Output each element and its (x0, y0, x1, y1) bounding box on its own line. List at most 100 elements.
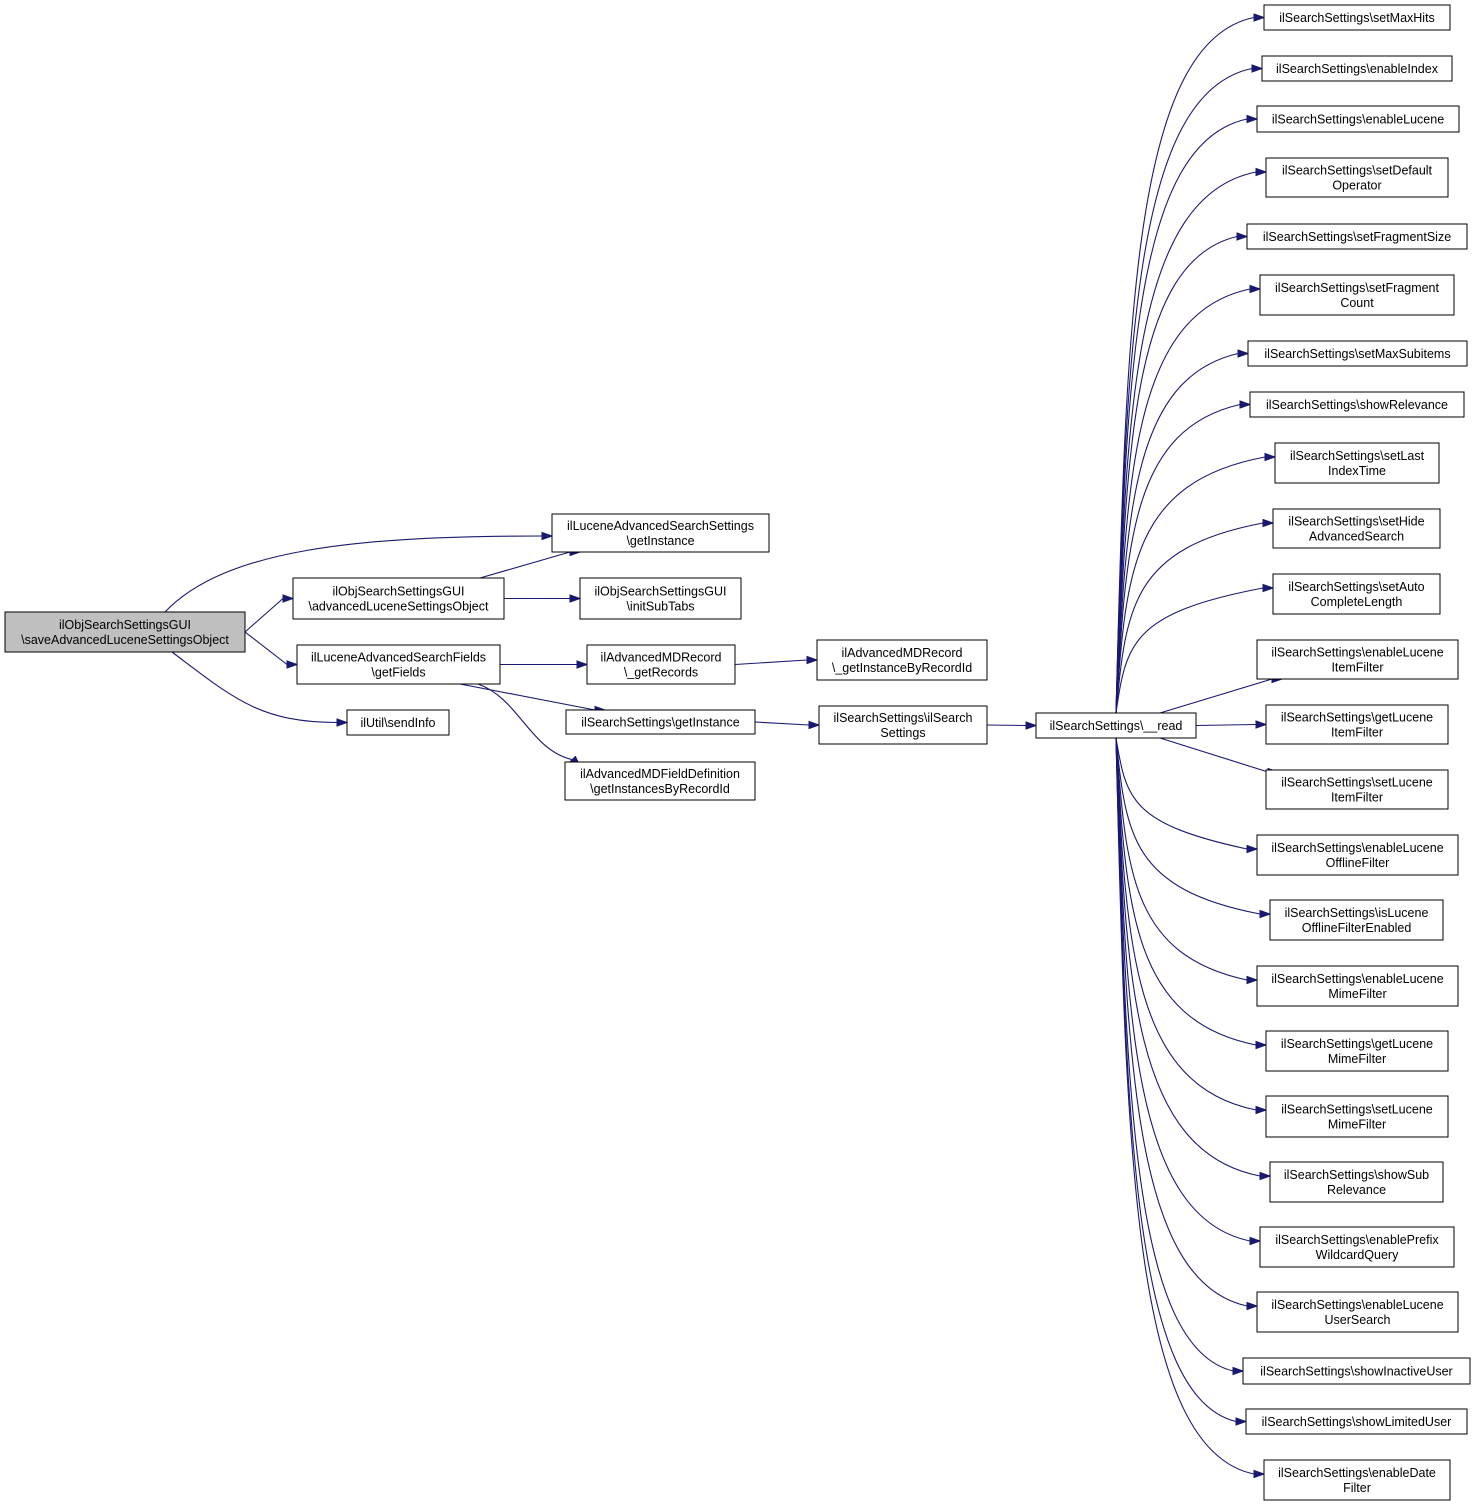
node-ilsearchsettings-enableprefix-wildcardquery[interactable]: ilSearchSettings\enablePrefixWildcardQue… (1259, 1226, 1455, 1268)
arrowhead (1262, 583, 1275, 593)
node-box (296, 644, 501, 685)
arrowhead (1249, 284, 1262, 294)
arrowhead (808, 720, 821, 730)
edge-n9-to-r24 (1115, 737, 1266, 1479)
node-label: ilLuceneAdvancedSearchFields (311, 650, 486, 664)
node-iladvancedmdfielddefinition-getinstancesbyrecordid[interactable]: ilAdvancedMDFieldDefinition\getInstances… (564, 761, 756, 801)
edge-n9-to-r11 (1159, 674, 1284, 714)
node-illuceneadvancedsearchfields-getfields[interactable]: ilLuceneAdvancedSearchFields\getFields (296, 644, 501, 685)
node-ilobjsearchsettingsgui-saveadvancedlucenesettingsobject[interactable]: ilObjSearchSettingsGUI\saveAdvancedLucen… (4, 611, 246, 653)
arrowhead (1259, 909, 1272, 919)
edge-line (1115, 522, 1264, 714)
edge-n8-to-n9 (986, 721, 1038, 730)
node-ilsearchsettings-showinactiveuser[interactable]: ilSearchSettings\showInactiveUser (1242, 1357, 1471, 1385)
node-box (1256, 639, 1459, 680)
edge-n9-to-r8 (1115, 452, 1277, 714)
edge-line (1115, 67, 1253, 714)
node-box (1256, 1291, 1459, 1333)
node-box (586, 644, 736, 685)
node-ilsearchsettings-showlimiteduser[interactable]: ilSearchSettings\showLimitedUser (1245, 1408, 1468, 1435)
edge-line (477, 683, 575, 761)
node-label: \saveAdvancedLuceneSettingsObject (21, 633, 229, 647)
node-label: ilSearchSettings\enableLucene (1272, 112, 1444, 126)
node-label: \_getInstanceByRecordId (832, 661, 972, 675)
node-ilsearchsettings-showrelevance[interactable]: ilSearchSettings\showRelevance (1249, 391, 1465, 418)
edge-line (1115, 737, 1257, 1046)
node-label: ilSearchSettings\setLucene (1281, 775, 1433, 789)
node-ilsearchsettings-getinstance[interactable]: ilSearchSettings\getInstance (565, 709, 756, 735)
node-label: \getInstancesByRecordId (590, 782, 730, 796)
edge-line (1115, 737, 1248, 850)
edge-n9-to-r12 (1195, 720, 1268, 729)
node-label: ItemFilter (1331, 660, 1383, 674)
node-label: ilSearchSettings\setLast (1290, 449, 1425, 463)
node-iladvancedmdrecord-getrecords[interactable]: ilAdvancedMDRecord\_getRecords (586, 644, 736, 685)
node-iladvancedmdrecord-getinstancebyrecordid[interactable]: ilAdvancedMDRecord\_getInstanceByRecordI… (816, 639, 988, 681)
node-box (1269, 899, 1444, 941)
node-label: ilSearchSettings\setHide (1288, 514, 1424, 528)
node-ilsearchsettings-enableindex[interactable]: ilSearchSettings\enableIndex (1261, 55, 1453, 82)
node-label: \advancedLuceneSettingsObject (309, 599, 490, 613)
edge-n9-to-r20 (1115, 737, 1262, 1246)
node-box (292, 577, 505, 620)
node-illuceneadvancedsearchsettings-getinstance[interactable]: ilLuceneAdvancedSearchSettings\getInstan… (551, 513, 770, 553)
node-label: ilSearchSettings\setMaxSubitems (1264, 347, 1450, 361)
node-ilsearchsettings-setfragmentsize[interactable]: ilSearchSettings\setFragmentSize (1246, 223, 1468, 250)
node-ilobjsearchsettingsgui-initsubtabs[interactable]: ilObjSearchSettingsGUI\initSubTabs (579, 577, 742, 620)
edge-n9-to-r3 (1115, 167, 1268, 714)
node-ilsearchsettings-setmaxhits[interactable]: ilSearchSettings\setMaxHits (1263, 4, 1451, 31)
node-label: ilSearchSettings\showInactiveUser (1260, 1364, 1452, 1378)
node-ilsearchsettings-ilsearch-settings[interactable]: ilSearchSettings\ilSearchSettings (818, 705, 988, 745)
node-label: ilSearchSettings\getInstance (581, 715, 739, 729)
node-box (1256, 105, 1460, 133)
edge-n7-to-n8 (754, 720, 821, 730)
edge-line (1159, 737, 1269, 773)
node-box (551, 513, 770, 553)
node-label: Settings (880, 726, 925, 740)
edge-n0-to-n1 (164, 531, 554, 613)
arrowhead (1235, 1417, 1248, 1426)
node-ilutil-sendinfo[interactable]: ilUtil\sendInfo (346, 709, 450, 736)
arrowhead (1253, 13, 1266, 22)
edge-n9-to-r1 (1115, 64, 1264, 714)
node-box (1272, 508, 1441, 549)
edge-line (1115, 288, 1251, 714)
arrowhead (1262, 518, 1275, 528)
node-label: MimeFilter (1328, 1117, 1386, 1131)
edge-line (164, 535, 543, 613)
node-label: ilSearchSettings\setAuto (1288, 580, 1424, 594)
node-ilobjsearchsettingsgui-advancedlucenesettingsobject[interactable]: ilObjSearchSettingsGUI\advancedLuceneSet… (292, 577, 505, 620)
node-ilsearchsettings-enablelucene-offlinefilter[interactable]: ilSearchSettings\enableLuceneOfflineFilt… (1256, 834, 1459, 876)
node-ilsearchsettings-enablelucene[interactable]: ilSearchSettings\enableLucene (1256, 105, 1460, 133)
node-box (1263, 4, 1451, 31)
node-label: OfflineFilterEnabled (1302, 921, 1412, 935)
node-box (1274, 442, 1440, 484)
node-ilsearchsettings-islucene-offlinefilterenabled[interactable]: ilSearchSettings\isLuceneOfflineFilterEn… (1269, 899, 1444, 941)
node-ilsearchsettings-setmaxsubitems[interactable]: ilSearchSettings\setMaxSubitems (1247, 340, 1468, 367)
node-box (564, 761, 756, 801)
node-label: Relevance (1327, 1183, 1386, 1197)
node-label: ilSearchSettings\setMaxHits (1279, 11, 1435, 25)
edge-n5-to-n6 (734, 655, 819, 666)
arrowhead (806, 655, 819, 665)
edge-line (459, 683, 596, 711)
node-box (1272, 573, 1441, 615)
node-ilsearchsettings-read[interactable]: ilSearchSettings\__read (1035, 712, 1197, 739)
node-box (818, 705, 988, 745)
edge-n0-to-n4 (244, 631, 299, 669)
